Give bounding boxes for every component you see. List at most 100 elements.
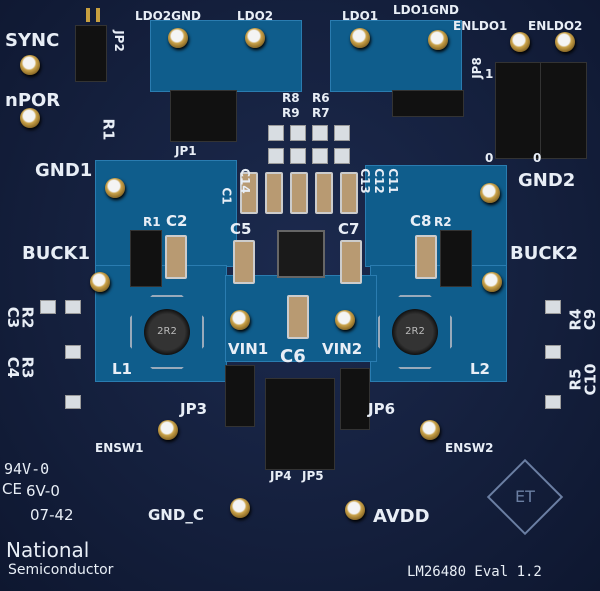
label-buck2: BUCK2 [510, 243, 579, 264]
label-r1-buck: R1 [143, 215, 161, 229]
test-point-sync[interactable] [20, 55, 40, 75]
jumper-jp7[interactable] [540, 62, 587, 159]
capacitor-c2 [165, 235, 187, 279]
header-pin [86, 8, 90, 22]
capacitor-c6 [287, 295, 309, 339]
label-jp2: JP2 [111, 30, 126, 52]
label-c5: C5 [230, 220, 252, 238]
jumper-jp8[interactable] [495, 62, 542, 159]
label-c14: C14 [237, 168, 252, 194]
label-jp8: JP8 [469, 57, 484, 79]
capacitor-c8 [415, 235, 437, 279]
smd-pad [40, 300, 56, 314]
test-point-gnd-c[interactable] [230, 498, 250, 518]
et-logo: ET [486, 458, 564, 536]
label-gnd-c: GND_C [148, 506, 204, 524]
label-rating-6v0: 6V-0 [26, 482, 60, 500]
smd-pad [65, 395, 81, 409]
label-jp4: JP4 [270, 469, 292, 483]
jumper-jp2[interactable] [75, 25, 107, 82]
capacitor-c1 [265, 172, 283, 214]
label-ensw1: ENSW1 [95, 441, 144, 455]
resistor-pad [334, 148, 350, 164]
label-jp6: JP6 [368, 400, 396, 418]
smd-pad [545, 345, 561, 359]
label-buck1: BUCK1 [22, 243, 91, 264]
test-point-vin1[interactable] [230, 310, 250, 330]
smd-pad [65, 300, 81, 314]
test-point-ldo2gnd[interactable] [168, 28, 188, 48]
resistor-pad [312, 148, 328, 164]
test-point-npor[interactable] [20, 108, 40, 128]
label-model: LM26480 Eval 1.2 [407, 564, 542, 580]
label-ldo2: LDO2 [237, 9, 274, 23]
label-c9: C9 [581, 308, 600, 331]
capacitor-c5 [233, 240, 255, 284]
test-point-ldo1[interactable] [350, 28, 370, 48]
label-r1: R1 [99, 118, 118, 141]
jumper-jp3[interactable] [225, 365, 255, 427]
inductor-l2: 2R2 [378, 295, 452, 369]
test-point-buck2[interactable] [482, 272, 502, 292]
label-pin0: 0 [533, 151, 542, 165]
test-point-gnd2[interactable] [480, 183, 500, 203]
jumper-jp9[interactable] [392, 90, 464, 117]
label-l2: L2 [470, 360, 490, 378]
jumper-buck1[interactable] [130, 230, 162, 287]
label-c2: C2 [166, 212, 188, 230]
jumper-jp1[interactable] [170, 90, 237, 142]
resistor-pad [290, 125, 306, 141]
label-r7: R7 [312, 106, 330, 120]
test-point-ldo2[interactable] [245, 28, 265, 48]
brand-semiconductor: Semiconductor [8, 562, 114, 578]
capacitor [290, 172, 308, 214]
ce-mark: CE [2, 480, 22, 498]
label-gnd1: GND1 [35, 160, 93, 181]
label-ldo2gnd: LDO2GND [135, 9, 202, 23]
resistor-pad [334, 125, 350, 141]
label-r8: R8 [282, 91, 300, 105]
resistor-pad [268, 148, 284, 164]
header-pin [96, 8, 100, 22]
capacitor-c14 [240, 172, 258, 214]
label-vin2: VIN2 [322, 340, 363, 358]
label-ldo1: LDO1 [342, 9, 379, 23]
label-rating-94v0: 94V-0 [4, 460, 50, 478]
label-jp3: JP3 [180, 400, 208, 418]
label-l1: L1 [112, 360, 132, 378]
brand-national: National [6, 538, 90, 562]
label-r6: R6 [312, 91, 330, 105]
inductor-l1: 2R2 [130, 295, 204, 369]
label-c11: C11 [385, 168, 400, 194]
jumper-buck2[interactable] [440, 230, 472, 287]
label-ensw2: ENSW2 [445, 441, 494, 455]
label-r2-buck: R2 [434, 215, 452, 229]
test-point-buck1[interactable] [90, 272, 110, 292]
capacitor-c7 [340, 240, 362, 284]
label-r2: R2 [18, 306, 37, 329]
label-c7: C7 [338, 220, 360, 238]
inductor-marking: 2R2 [392, 309, 438, 355]
label-c8: C8 [410, 212, 432, 230]
test-point-ensw2[interactable] [420, 420, 440, 440]
smd-pad [545, 395, 561, 409]
label-avdd: AVDD [373, 506, 430, 527]
test-point-vin2[interactable] [335, 310, 355, 330]
smd-pad [65, 345, 81, 359]
jumper-jp6[interactable] [340, 368, 370, 430]
test-point-enldo1[interactable] [510, 32, 530, 52]
test-point-ensw1[interactable] [158, 420, 178, 440]
label-pin0: 0 [485, 151, 494, 165]
label-c12: C12 [371, 168, 386, 194]
lm26480-ic [277, 230, 325, 278]
label-ldo1gnd: LDO1GND [393, 3, 460, 17]
test-point-ldo1gnd[interactable] [428, 30, 448, 50]
label-gnd2: GND2 [518, 170, 576, 191]
test-point-enldo2[interactable] [555, 32, 575, 52]
test-point-avdd[interactable] [345, 500, 365, 520]
test-point-gnd1[interactable] [105, 178, 125, 198]
resistor-pad [312, 125, 328, 141]
label-c1: C1 [219, 187, 234, 205]
jumper-jp4-jp5[interactable] [265, 378, 335, 470]
label-jp1: JP1 [175, 144, 197, 158]
